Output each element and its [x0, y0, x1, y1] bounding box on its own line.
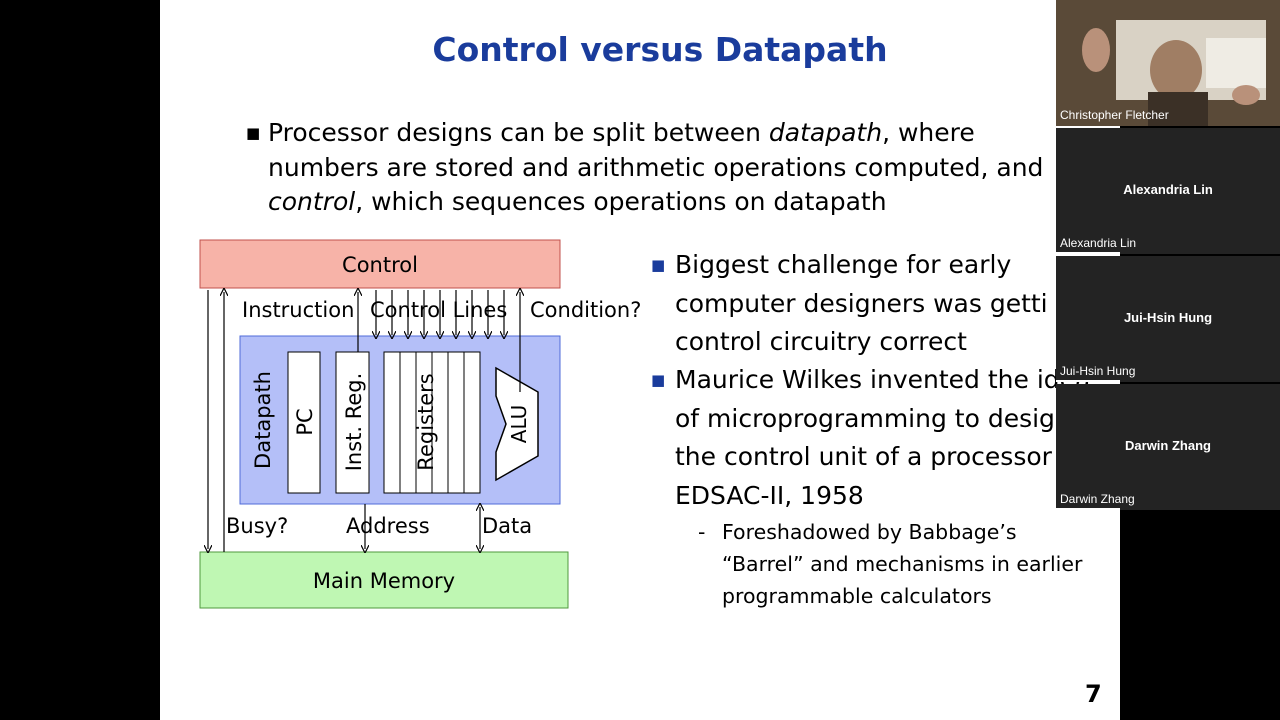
participant-center-name: Alexandria Lin [1123, 182, 1213, 197]
name-underline [1056, 252, 1120, 254]
main-bullet-mid: , where numbers are stored and arithmeti… [268, 118, 1044, 182]
inst-reg-label: Inst. Reg. [342, 373, 366, 472]
alu-label: ALU [507, 405, 531, 443]
participant-tile-darwin-zhang[interactable]: Darwin Zhang Darwin Zhang [1056, 384, 1280, 510]
participant-center-name: Jui-Hsin Hung [1123, 310, 1213, 325]
right-bullet-2: ■ Maurice Wilkes invented the idea of mi… [651, 361, 1095, 515]
name-underline [1056, 508, 1120, 510]
participant-tile-alexandria-lin[interactable]: Alexandria Lin Alexandria Lin [1056, 128, 1280, 254]
slide-title: Control versus Datapath [432, 30, 888, 69]
main-bullet-em-datapath: datapath [768, 118, 883, 147]
bullet-square-icon: ■ [651, 371, 666, 389]
right-bullet-1-text: Biggest challenge for early computer des… [675, 250, 1048, 356]
slide: Control versus Datapath ■ Processor desi… [160, 0, 1120, 720]
control-label: Control [342, 253, 418, 277]
participant-name: Darwin Zhang [1060, 492, 1135, 506]
right-bullet-2-text: Maurice Wilkes invented the idea of micr… [675, 365, 1095, 510]
control-lines-label: Control Lines [370, 298, 507, 322]
inst-reg-box [335, 351, 370, 494]
main-bullet-em-control: control [268, 187, 356, 216]
datapath-label: Datapath [251, 371, 275, 469]
main-memory-label: Main Memory [313, 569, 455, 593]
right-bullet-1: ■ Biggest challenge for early computer d… [651, 246, 1095, 362]
bullet-square-icon: ■ [246, 124, 261, 142]
pc-label: PC [293, 408, 317, 435]
participant-name: Alexandria Lin [1060, 236, 1137, 250]
busy-label: Busy? [226, 514, 288, 538]
participant-center-name: Darwin Zhang [1125, 438, 1211, 453]
sub-bullet-text: Foreshadowed by Babbage’s “Barrel” and m… [722, 520, 1083, 608]
participant-tile-christopher-fletcher[interactable]: Christopher Fletcher [1056, 0, 1280, 126]
condition-label: Condition? [530, 298, 641, 322]
address-label: Address [346, 514, 430, 538]
registers-label: Registers [414, 373, 438, 470]
control-datapath-diagram: Control Datapath PC Inst. Reg. Registers… [199, 239, 641, 609]
name-underline [1056, 380, 1120, 382]
sub-bullet: - Foreshadowed by Babbage’s “Barrel” and… [698, 516, 1102, 612]
page-number: 7 [1085, 680, 1102, 708]
main-memory-box [199, 551, 569, 609]
registers-block [383, 351, 481, 494]
data-label: Data [482, 514, 532, 538]
alu-shape [495, 366, 539, 482]
control-lines-arrows [376, 290, 504, 335]
participant-tile-jui-hsin-hung[interactable]: Jui-Hsin Hung Jui-Hsin Hung [1056, 256, 1280, 382]
pc-box [287, 351, 321, 494]
instruction-label: Instruction [242, 298, 354, 322]
main-bullet: ■ Processor designs can be split between… [246, 116, 1048, 220]
video-feed [1056, 0, 1280, 126]
main-bullet-pre: Processor designs can be split between [268, 118, 769, 147]
main-bullet-post: , which sequences operations on datapath [355, 187, 887, 216]
bullet-square-icon: ■ [651, 256, 666, 274]
dash-icon: - [698, 520, 706, 544]
participant-name: Christopher Fletcher [1060, 108, 1169, 122]
participant-name: Jui-Hsin Hung [1060, 364, 1136, 378]
control-box [199, 239, 561, 289]
